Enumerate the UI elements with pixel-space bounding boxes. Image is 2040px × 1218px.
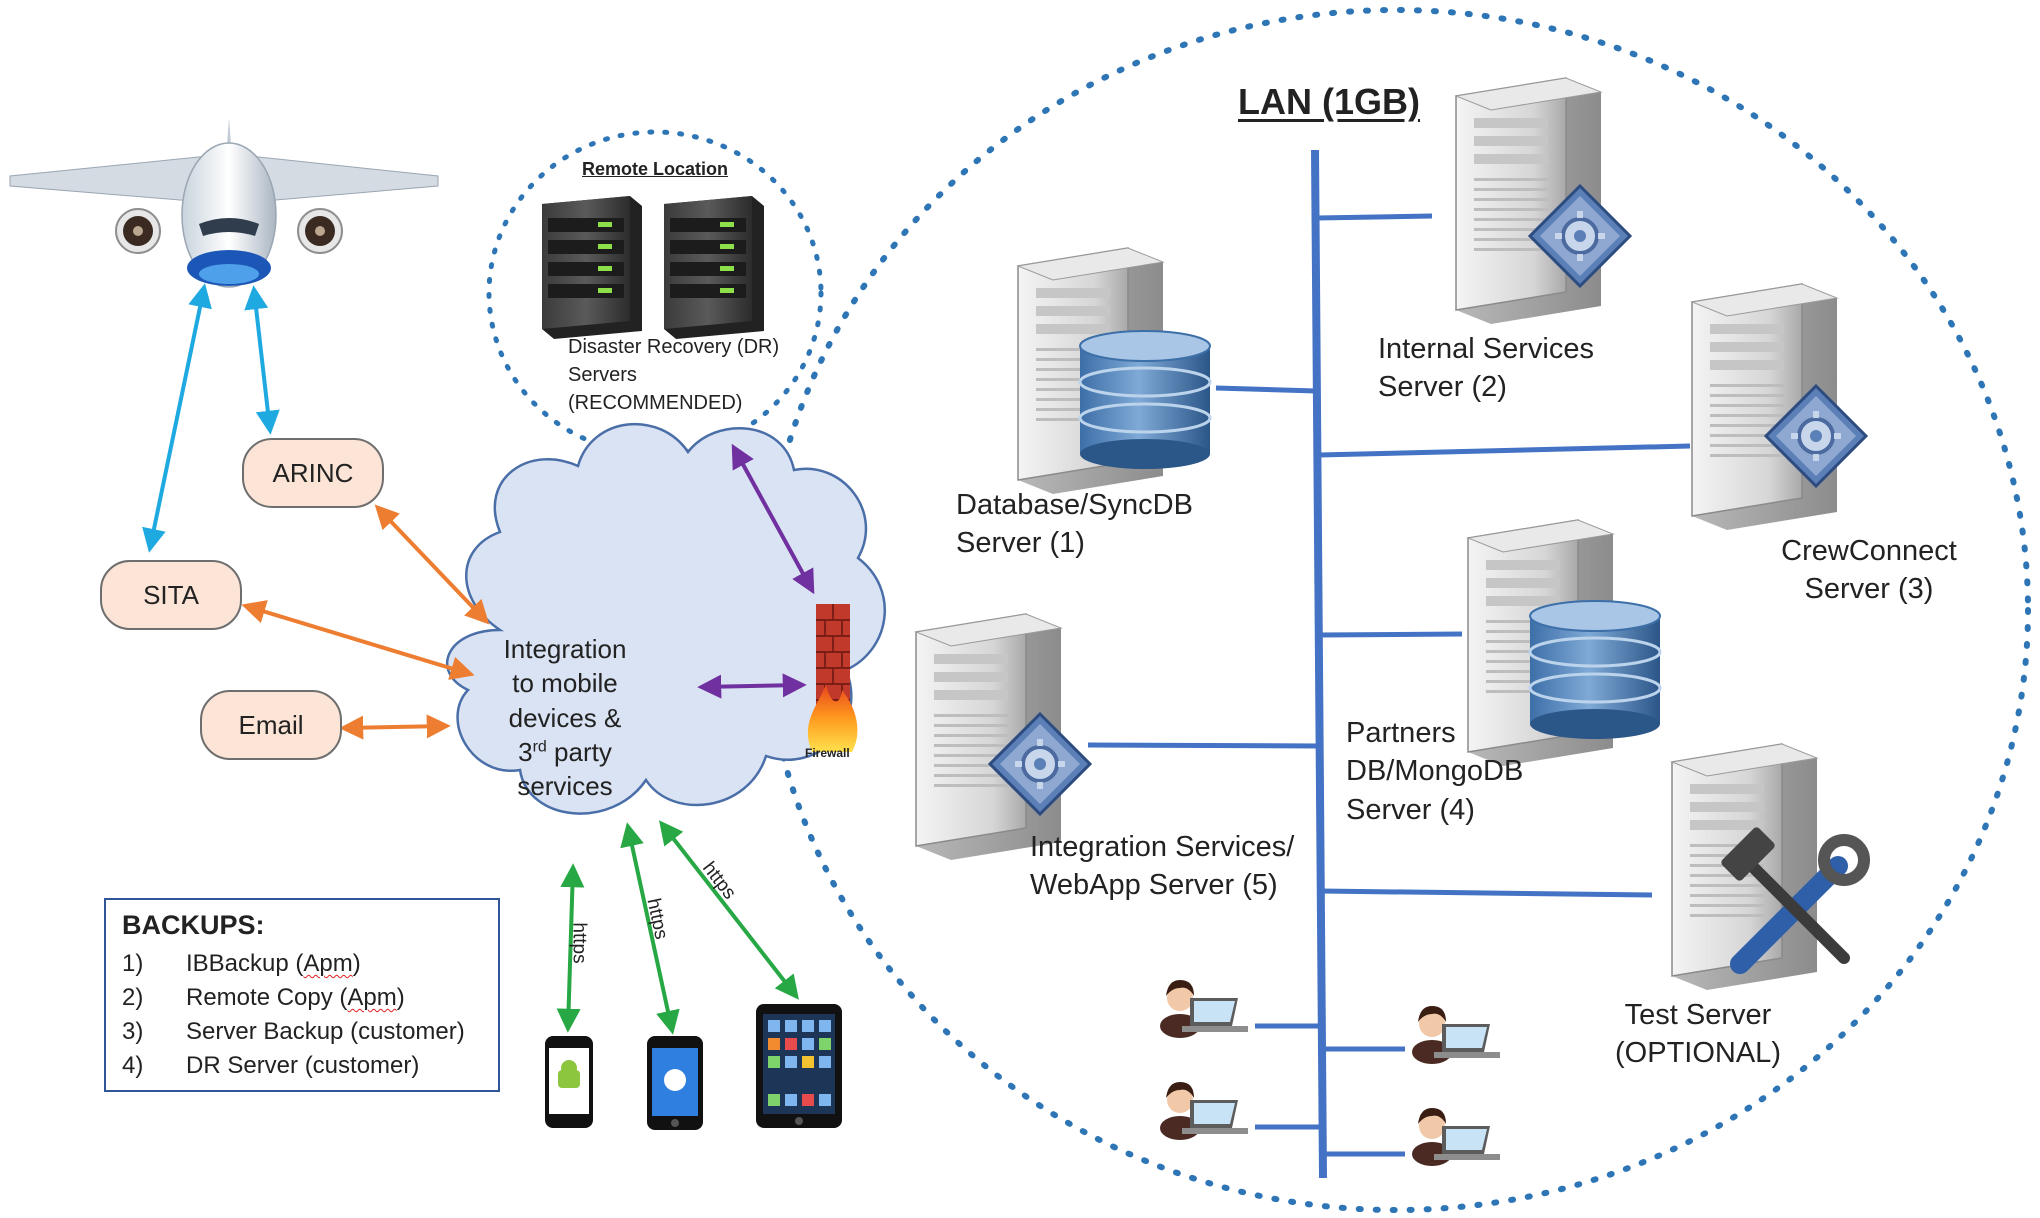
airplane-icon — [9, 118, 439, 288]
lan-backbone — [1311, 149, 1327, 1179]
crewconnect-server-icon — [1691, 283, 1866, 531]
lan-branches — [1087, 213, 1691, 1157]
plane-sita-arrow — [142, 283, 212, 553]
arinc-node: ARINC — [242, 438, 384, 508]
workstation-3-icon — [1160, 1082, 1248, 1140]
backups-box: BACKUPS: 1)IBBackup (Apm) 2)Remote Copy … — [104, 898, 500, 1092]
workstation-1-icon — [1160, 980, 1248, 1038]
sita-cloud-arrow — [241, 600, 475, 680]
backup-item-3: 3)Server Backup (customer) — [122, 1018, 465, 1045]
email-label: Email — [238, 709, 304, 740]
test-server-label: Test Server (OPTIONAL) — [1615, 999, 1781, 1070]
internal-services-server-icon — [1455, 77, 1630, 325]
database-server-label: Database/SyncDB Server (1) — [956, 489, 1193, 560]
backup-item-4: 4)DR Server (customer) — [122, 1052, 420, 1079]
android-https-arrow — [556, 863, 585, 1033]
lan-boundary-circle — [761, 7, 2031, 1213]
backup-item-2: 2)Remote Copy (Apm) — [122, 984, 405, 1011]
plane-arinc-arrow — [244, 285, 280, 435]
integration-services-server-icon — [915, 613, 1090, 861]
dr-label-line3: (RECOMMENDED) — [568, 392, 743, 414]
cloud-label: Integration to mobile devices & 3rd part… — [470, 632, 660, 804]
https-label-android: https — [568, 922, 590, 964]
cloud-line3: devices & — [508, 702, 622, 733]
email-cloud-arrow — [339, 714, 451, 740]
integration-services-label: Integration Services/ WebApp Server (5) — [1030, 831, 1295, 902]
test-server-icon — [1671, 743, 1870, 991]
iphone-icon — [647, 1036, 703, 1130]
email-node: Email — [200, 690, 342, 760]
lan-title: LAN (1GB) — [1238, 81, 1420, 122]
firewall-label: Firewall — [805, 746, 850, 760]
cloud-line5: services — [517, 771, 613, 802]
dr-rack-server-1-icon — [542, 196, 642, 339]
crewconnect-label: CrewConnect Server (3) — [1781, 535, 1957, 606]
dr-rack-server-2-icon — [664, 196, 764, 339]
android-phone-icon — [545, 1036, 593, 1128]
sita-node: SITA — [100, 560, 242, 630]
ipad-icon — [756, 1004, 842, 1128]
firewall-icon — [807, 604, 858, 752]
remote-location-title: Remote Location — [582, 159, 729, 179]
internal-services-label: Internal Services Server (2) — [1378, 333, 1594, 404]
workstation-2-icon — [1412, 1006, 1500, 1064]
dr-label-line2: Servers — [568, 364, 637, 386]
arinc-label: ARINC — [272, 457, 354, 488]
dr-label-line1: Disaster Recovery (DR) — [568, 336, 780, 358]
ipad-https-arrow — [659, 820, 799, 1000]
remote-firewall-arrow — [731, 443, 815, 595]
cloud-line4: 3rd party — [518, 736, 612, 767]
backup-item-1: 1)IBBackup (Apm) — [122, 950, 361, 977]
database-server-icon — [1017, 247, 1212, 495]
cloud-line1: Integration — [503, 634, 627, 664]
cloud-firewall-arrow — [697, 673, 807, 699]
cloud-line2: to mobile — [512, 668, 618, 699]
workstation-4-icon — [1412, 1108, 1500, 1166]
partners-db-label: Partners DB/MongoDB Server (4) — [1346, 717, 1524, 826]
sita-label: SITA — [143, 579, 199, 610]
backups-title: BACKUPS: — [122, 910, 265, 940]
